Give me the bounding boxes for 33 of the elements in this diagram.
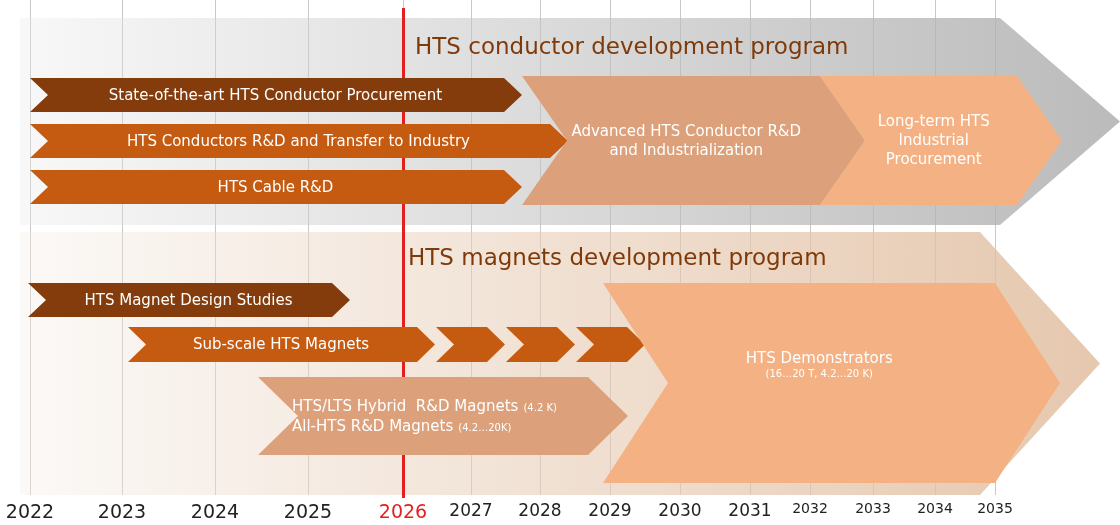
year-label: 2026 bbox=[378, 500, 428, 522]
phase-label: Sub-scale HTS Magnets bbox=[192, 335, 370, 354]
year-label: 2025 bbox=[283, 500, 333, 522]
program-title: HTS magnets development program bbox=[408, 244, 827, 270]
year-label: 2029 bbox=[588, 500, 632, 520]
phase-label: Advanced HTS Conductor R&D and Industrialization bbox=[570, 121, 803, 160]
phase-bar bbox=[30, 170, 522, 204]
year-label: 2024 bbox=[190, 500, 240, 522]
phase-label: HTS Magnet Design Studies bbox=[84, 290, 293, 310]
phase-bar bbox=[30, 124, 568, 158]
phase-label: HTS Conductors R&D and Transfer to Industry bbox=[127, 131, 470, 151]
phase-label: State-of-the-art HTS Conductor Procurement bbox=[108, 85, 443, 105]
phase-bar bbox=[28, 283, 350, 317]
parameter-note: (16…20 T, 4.2…20 K) bbox=[765, 368, 873, 379]
year-label: 2035 bbox=[977, 500, 1013, 516]
phase-label: Long-term HTS Industrial Procurement bbox=[876, 112, 991, 169]
temperature-note: (4.2…20K) bbox=[458, 422, 512, 433]
year-label: 2034 bbox=[917, 500, 953, 516]
year-label: 2033 bbox=[855, 500, 891, 516]
phase-label: HTS/LTS Hybrid R&D Magnets bbox=[292, 397, 519, 415]
temperature-note: (4.2 K) bbox=[523, 402, 557, 413]
year-label: 2030 bbox=[658, 500, 702, 520]
year-label: 2022 bbox=[5, 500, 55, 522]
year-label: 2027 bbox=[449, 500, 493, 520]
year-label: 2031 bbox=[728, 500, 772, 520]
year-label: 2032 bbox=[792, 500, 828, 516]
program-title: HTS conductor development program bbox=[415, 33, 849, 59]
phase-bar bbox=[30, 78, 522, 112]
phase-label: All-HTS R&D Magnets bbox=[292, 417, 454, 435]
year-label: 2028 bbox=[518, 500, 562, 520]
year-label: 2023 bbox=[97, 500, 147, 522]
phase-label: HTS Demonstrators bbox=[745, 349, 893, 368]
phase-label: HTS Cable R&D bbox=[217, 177, 334, 197]
